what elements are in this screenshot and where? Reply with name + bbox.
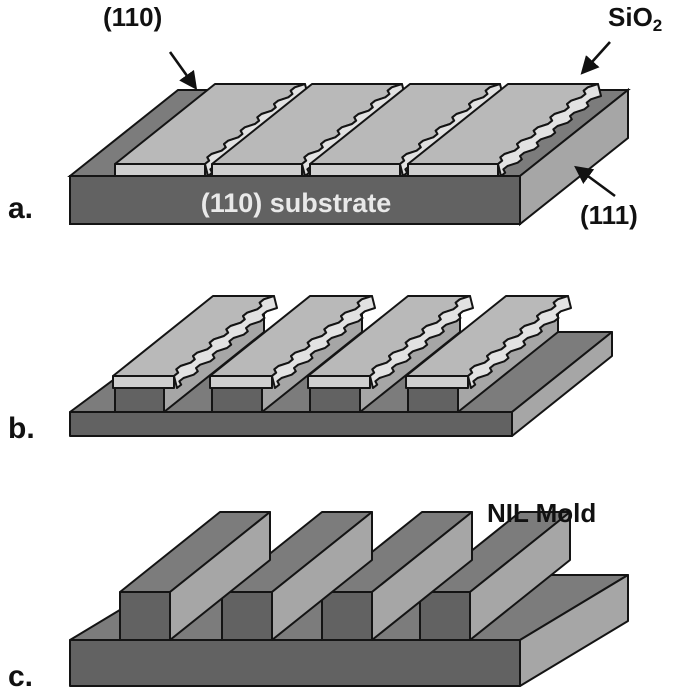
- panel-a-substrate-label: (110) substrate: [201, 188, 392, 218]
- panel-c-ridge-front: [119, 591, 171, 641]
- callout-sio2: SiO2: [580, 2, 662, 75]
- panel-c-mold: [69, 511, 629, 687]
- panel-b-stripe-front: [112, 375, 175, 389]
- panel-b-letter: b.: [8, 412, 35, 445]
- callout-111: (111): [574, 165, 638, 230]
- panel-b-ridge-front: [211, 387, 263, 413]
- panel-b-stripe: [209, 295, 376, 389]
- panel-a-stripe-front: [407, 163, 499, 177]
- panel-a-stripe-front: [114, 163, 206, 177]
- callout-111-arrow: [574, 165, 616, 198]
- panel-b-ridges: [112, 295, 572, 413]
- panel-b-stripe-side: [369, 295, 474, 389]
- panel-a-slab-side: [519, 87, 629, 227]
- panel-a-letter: a.: [8, 192, 33, 225]
- panel-b-stripe-side: [467, 295, 572, 389]
- callout-sio2-subscript: 2: [653, 16, 662, 35]
- panel-c-ridge-front: [419, 591, 471, 641]
- panel-c-title: NIL Mold: [487, 498, 596, 528]
- panel-c-ridge-front: [321, 591, 373, 641]
- panel-b: b.: [8, 295, 613, 445]
- panel-b-ridge-front: [309, 387, 361, 413]
- panel-a-stripe-front: [211, 163, 303, 177]
- panel-a: (110) substrate a. (110) SiO2 (111): [8, 2, 662, 230]
- panel-a-stripe: [309, 83, 504, 177]
- panel-b-stripe-side: [173, 295, 278, 389]
- panel-c-base-front: [69, 639, 521, 687]
- panel-c-ridge-front: [221, 591, 273, 641]
- panel-b-stripe-front: [209, 375, 273, 389]
- panel-b-stripe: [307, 295, 474, 389]
- panel-b-base-side: [511, 331, 613, 437]
- panel-a-stripe: [407, 83, 602, 177]
- panel-b-stripe: [112, 295, 278, 389]
- panel-b-stripe: [405, 295, 572, 389]
- panel-c: NIL Mold c.: [8, 498, 629, 693]
- panel-b-stripe-side: [271, 295, 376, 389]
- panel-a-oxide-stripes: [114, 83, 602, 177]
- callout-sio2-arrow: [580, 41, 611, 75]
- panel-b-base-front: [69, 411, 513, 437]
- panel-b-ridge-front: [407, 387, 459, 413]
- panel-b-ridge-front: [114, 387, 165, 413]
- callout-110: (110): [103, 2, 198, 90]
- callout-sio2-label: SiO2: [608, 2, 662, 35]
- panel-a-stripe-side: [497, 83, 602, 177]
- callout-110-label: (110): [103, 2, 162, 32]
- panel-b-stripe-front: [307, 375, 371, 389]
- panel-c-base-side: [519, 574, 629, 687]
- callout-111-label: (111): [580, 200, 638, 230]
- panel-b-stripe-front: [405, 375, 469, 389]
- callout-110-arrow: [168, 51, 198, 90]
- panel-c-letter: c.: [8, 660, 33, 693]
- panel-a-stripe-front: [309, 163, 401, 177]
